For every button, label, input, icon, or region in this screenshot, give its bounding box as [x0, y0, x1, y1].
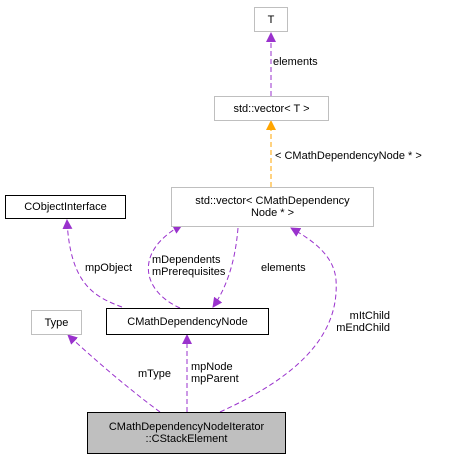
node-std-vector-dependency-node[interactable]: std::vector< CMathDependency Node * > — [171, 187, 374, 227]
node-cobjectinterface[interactable]: CObjectInterface — [5, 195, 126, 219]
node-cstackelement-line2: ::CStackElement — [145, 433, 228, 445]
node-type-label: Type — [44, 316, 69, 329]
node-cobjectinterface-label: CObjectInterface — [24, 201, 107, 213]
node-std-vector-t[interactable]: std::vector< T > — [214, 96, 329, 121]
edge-mitchild — [219, 227, 337, 413]
edge-label-mendchild-text: mEndChild — [336, 322, 390, 334]
edge-label-mpparent-text: mpParent — [191, 373, 239, 385]
edge-label-elements-mid-text: elements — [261, 262, 306, 274]
node-t[interactable]: T — [254, 7, 288, 32]
edge-label-mtype-text: mType — [138, 368, 172, 380]
edge-label-mdependents-text: mDependents — [152, 254, 221, 266]
edge-mpobject — [62, 219, 123, 308]
edge-label-elements-mid: elements — [261, 262, 306, 274]
node-cmathdependencynode-label: CMathDependencyNode — [127, 315, 248, 328]
node-std-vector-dependency-node-line1: std::vector< CMathDependency — [195, 195, 350, 207]
edge-label-mpnode-text: mpNode — [191, 361, 233, 373]
node-std-vector-t-label: std::vector< T > — [233, 102, 310, 115]
edge-mdependents — [147, 224, 183, 309]
edge-label-mpobject-text: mpObject — [85, 262, 133, 274]
edge-label-mitchild: mItChild mEndChild — [310, 310, 390, 334]
node-cstackelement[interactable]: CMathDependencyNodeIterator ::CStackElem… — [87, 412, 286, 454]
node-std-vector-dependency-node-line2: Node * > — [250, 207, 295, 219]
node-cmathdependencynode[interactable]: CMathDependencyNode — [106, 308, 269, 335]
edge-label-mpnode: mpNode mpParent — [191, 361, 239, 385]
node-t-label: T — [267, 13, 275, 26]
edge-label-mdependents: mDependents mPrerequisites — [152, 254, 225, 278]
edge-mtype — [67, 334, 161, 413]
node-type[interactable]: Type — [31, 310, 82, 335]
edge-label-template-arg-text: < CMathDependencyNode * > — [275, 150, 422, 162]
edge-label-mpobject: mpObject — [85, 262, 132, 274]
edge-label-mprerequisites-text: mPrerequisites — [152, 266, 226, 278]
edge-label-template-arg: < CMathDependencyNode * > — [275, 150, 422, 162]
edge-label-mitchild-text: mItChild — [349, 310, 390, 322]
node-cstackelement-line1: CMathDependencyNodeIterator — [108, 421, 265, 433]
edge-elements-to-node — [212, 227, 239, 308]
edge-label-elements-top-text: elements — [273, 56, 318, 68]
edge-label-mtype: mType — [138, 368, 171, 380]
edge-label-elements-top: elements — [273, 56, 318, 68]
